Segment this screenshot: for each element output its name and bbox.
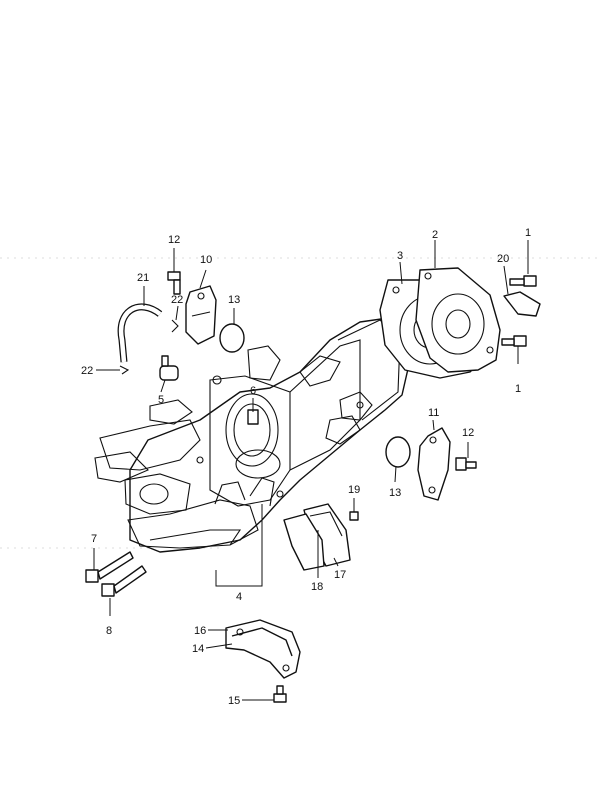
clip [171,319,179,333]
callout-label: 19 [348,484,360,496]
o-ring [219,323,245,353]
callout-label: 6 [250,385,256,397]
callout-label: 10 [200,254,212,266]
cylinder-head-cover [415,267,501,373]
thermostat-cover [185,285,217,345]
callout-label: 18 [311,581,323,593]
callout-label: 3 [397,250,403,262]
callout-label: 17 [334,569,346,581]
bolt [273,685,287,703]
callout-label: 13 [228,294,240,306]
callout-label: 15 [228,695,240,707]
callout-label: 7 [91,533,97,545]
callout-labels: 1 1 2 3 4 5 6 7 8 10 11 12 12 13 13 14 1… [81,227,531,707]
callout-label: 12 [168,234,180,246]
callout-label: 13 [389,487,401,499]
long-bolt [101,565,147,597]
callout-label: 12 [462,427,474,439]
callout-label: 8 [106,625,112,637]
cylinder-block [94,317,411,553]
callout-label: 5 [158,394,164,406]
clip [119,365,130,375]
stud-part [247,409,259,425]
fitting [159,355,179,381]
long-bolt [85,551,134,583]
bolt [455,457,477,471]
callout-label: 11 [428,407,439,419]
bolt [501,335,527,347]
plate-gasket [231,627,293,657]
reed-gasket [283,513,325,571]
bolt [509,275,537,287]
callout-label: 22 [171,294,183,306]
screw [349,511,359,521]
callout-label: 1 [525,227,531,239]
callout-label: 2 [432,229,438,241]
hose-inner [118,304,162,363]
callout-label: 16 [194,625,206,637]
callout-label: 4 [236,591,242,603]
callout-label: 21 [137,272,149,284]
bolt [167,271,181,295]
callout-label: 22 [81,365,93,377]
leader-lines [93,240,529,701]
callout-label: 20 [497,253,509,265]
water-cover [417,427,451,501]
o-ring [385,436,411,468]
plate [503,291,541,317]
callout-label: 1 [515,383,521,395]
callout-label: 14 [192,643,204,655]
